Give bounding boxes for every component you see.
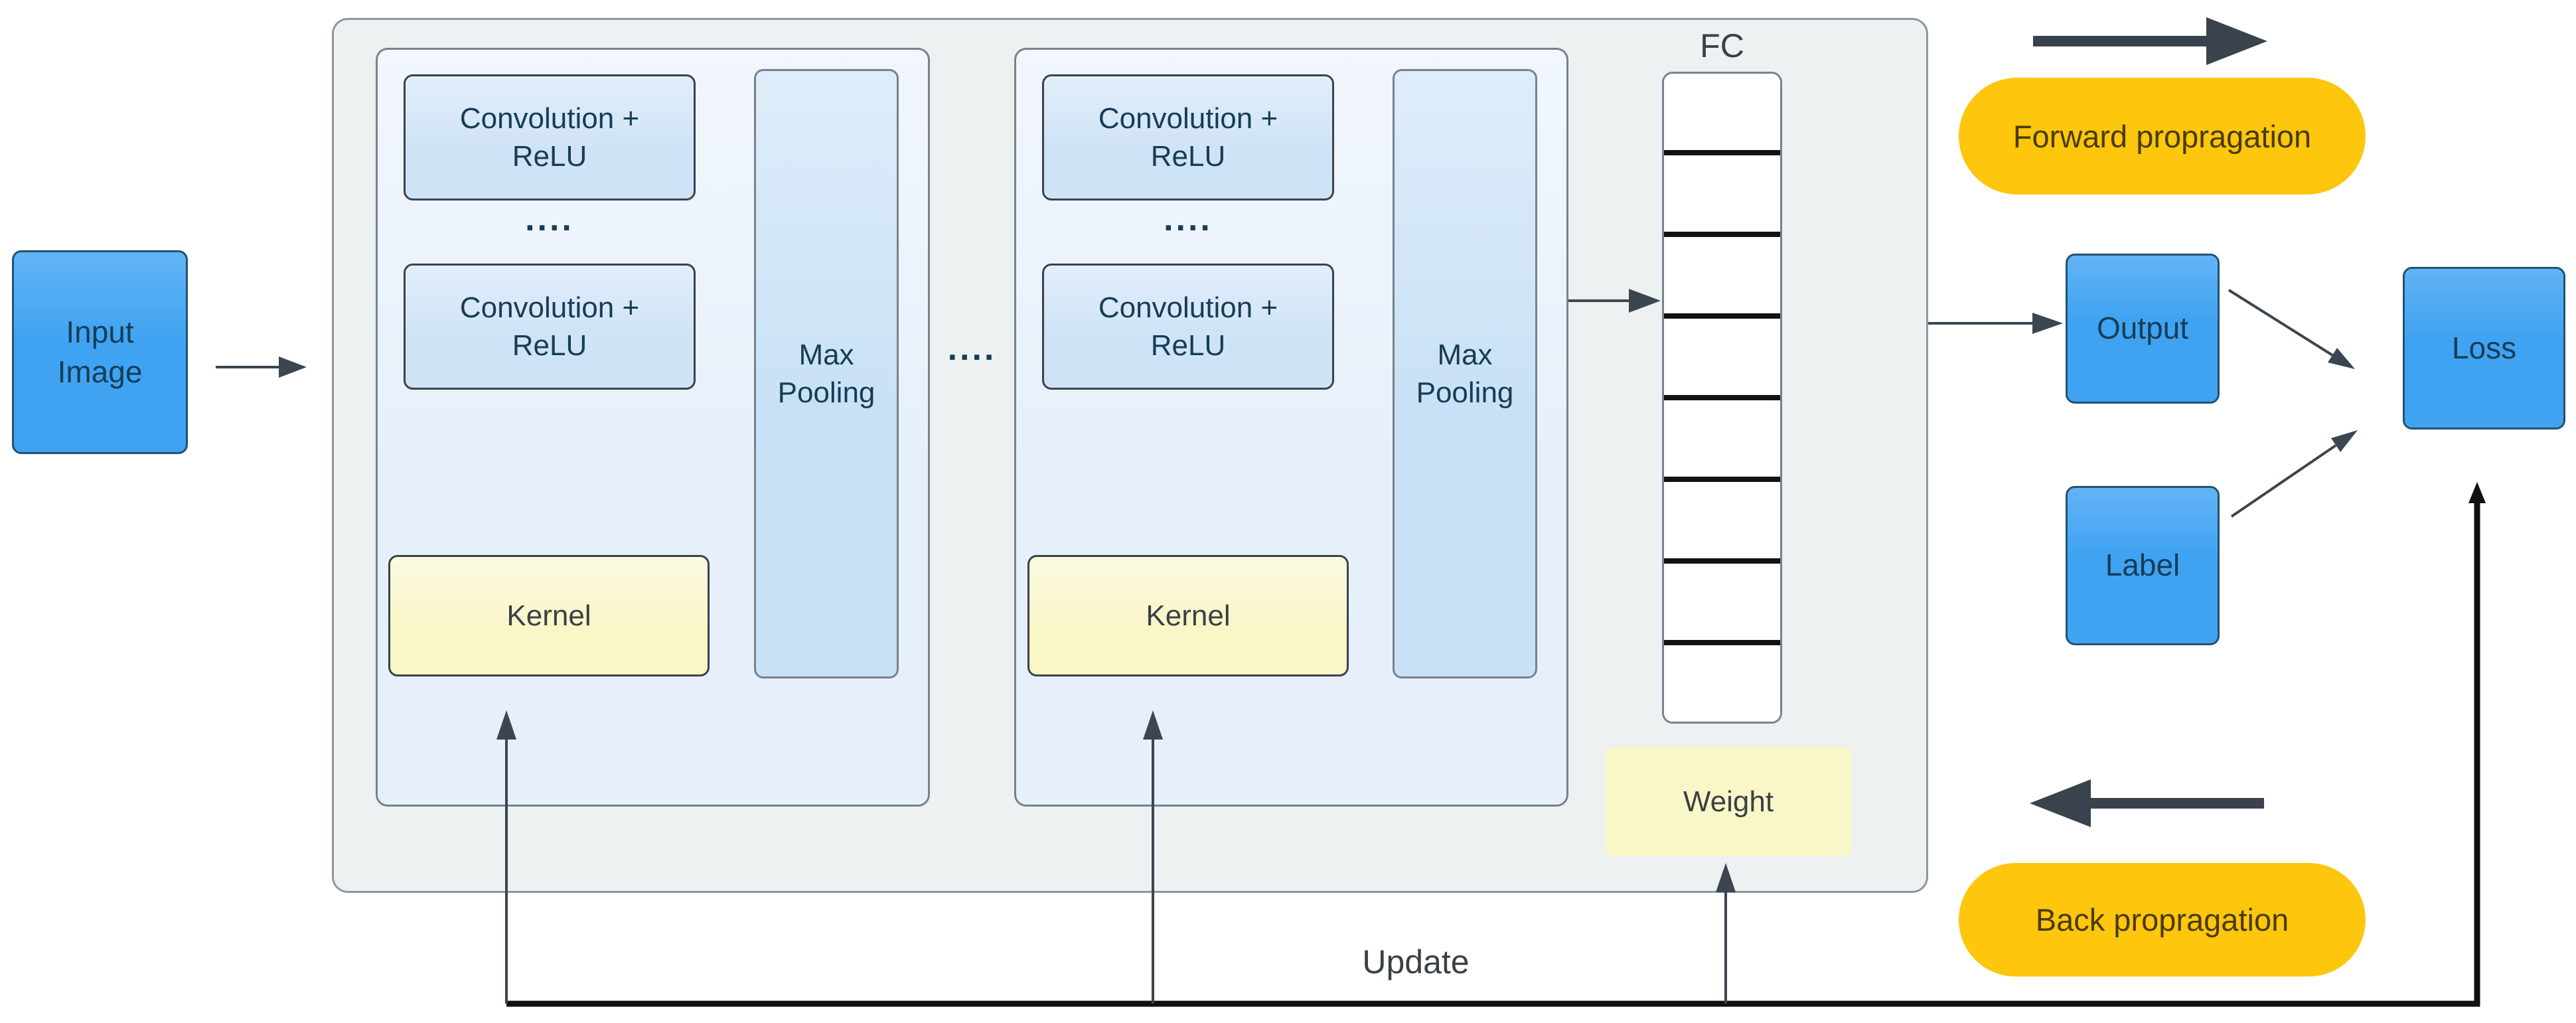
- input-image-box: Input Image: [12, 250, 188, 454]
- label-to-loss-arrow: [2230, 430, 2358, 518]
- max-pooling-box: Max Pooling: [1393, 69, 1537, 678]
- forward-propagation-pill: Forward propragation: [1959, 78, 2366, 195]
- ellipsis-dots: ....: [525, 200, 574, 238]
- fc-cell: [1664, 313, 1780, 395]
- max-pooling-box: Max Pooling: [754, 69, 899, 678]
- fc-cell: [1664, 232, 1780, 313]
- back-arrow: [2030, 779, 2264, 827]
- weight-box: Weight: [1605, 747, 1852, 856]
- fc-cell: [1664, 477, 1780, 558]
- fc-cell: [1664, 150, 1780, 232]
- conv-relu-label: Convolution + ReLU: [459, 102, 640, 173]
- loss-up-arrowhead: [2468, 482, 2486, 503]
- ellipsis-dots: ....: [947, 329, 997, 368]
- max-pooling-label: Max Pooling: [1416, 338, 1514, 409]
- container-to-output-arrow: [1928, 313, 2063, 334]
- fc-cell: [1664, 558, 1780, 640]
- kernel-box: Kernel: [388, 555, 710, 676]
- fc-cell: [1664, 395, 1780, 477]
- fc-label: FC: [1700, 27, 1744, 64]
- ellipsis-dots: ....: [1164, 200, 1213, 238]
- label-box: Label: [2066, 486, 2220, 645]
- conv-relu-label: Convolution + ReLU: [459, 291, 640, 362]
- loss-box: Loss: [2403, 267, 2565, 430]
- fc-column: [1662, 72, 1782, 724]
- fc-cell: [1664, 74, 1780, 150]
- conv-relu-box: Convolution + ReLU: [404, 264, 696, 390]
- conv-relu-label: Convolution + ReLU: [1098, 291, 1278, 362]
- conv-relu-box: Convolution + ReLU: [404, 74, 696, 200]
- kernel-box: Kernel: [1027, 555, 1349, 676]
- input-image-label: Input Image: [57, 314, 143, 389]
- input-arrow: [216, 356, 307, 378]
- conv-relu-label: Convolution + ReLU: [1098, 102, 1278, 173]
- fc-cell: [1664, 640, 1780, 722]
- max-pooling-label: Max Pooling: [777, 338, 875, 409]
- conv-relu-box: Convolution + ReLU: [1042, 264, 1334, 390]
- forward-arrow: [2033, 17, 2267, 65]
- conv-relu-box: Convolution + ReLU: [1042, 74, 1334, 200]
- back-propagation-pill: Back propragation: [1959, 863, 2366, 977]
- output-box: Output: [2066, 254, 2220, 404]
- update-label: Update: [1362, 943, 1470, 981]
- output-to-loss-arrow: [2228, 289, 2355, 369]
